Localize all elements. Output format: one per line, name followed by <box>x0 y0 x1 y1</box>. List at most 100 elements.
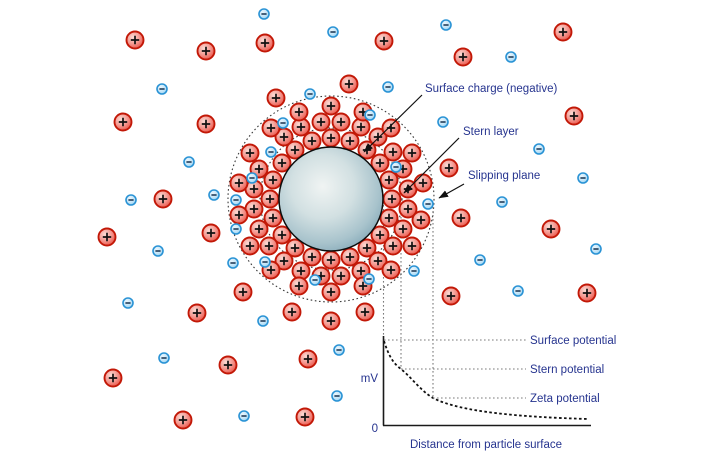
y-axis-label: mV <box>361 373 379 385</box>
positive-ion <box>244 179 264 199</box>
negative-ion <box>265 146 277 158</box>
positive-ion <box>381 260 401 280</box>
positive-ion <box>259 236 279 256</box>
positive-ion <box>541 219 561 239</box>
negative-ion <box>158 352 170 364</box>
zeta-potential-label: Zeta potential <box>530 393 600 405</box>
positive-ion <box>291 261 311 281</box>
positive-ion <box>355 302 375 322</box>
positive-ion <box>274 251 294 271</box>
diffuse-negative-ions <box>122 8 602 422</box>
positive-ion <box>285 140 305 160</box>
positive-ion <box>451 208 471 228</box>
negative-ion <box>238 410 250 422</box>
diffuse-positive-ions <box>97 22 597 430</box>
positive-ion <box>379 208 399 228</box>
positive-ion <box>289 276 309 296</box>
negative-ion <box>440 19 452 31</box>
positive-ion <box>125 30 145 50</box>
negative-ion <box>125 194 137 206</box>
potential-graph: Surface potential Stern potential Zeta p… <box>361 335 617 451</box>
negative-ion <box>512 285 524 297</box>
positive-ion <box>282 302 302 322</box>
positive-ion <box>263 170 283 190</box>
positive-ion <box>255 33 275 53</box>
positive-ion <box>103 368 123 388</box>
negative-ion <box>257 315 269 327</box>
positive-ion <box>439 158 459 178</box>
negative-ion <box>277 117 289 129</box>
slipping-plane-label: Slipping plane <box>468 170 540 182</box>
positive-ion <box>357 238 377 258</box>
positive-ion <box>263 208 283 228</box>
x-axis-label: Distance from particle surface <box>410 439 562 451</box>
negative-ion <box>227 257 239 269</box>
negative-ion <box>183 156 195 168</box>
positive-ion <box>411 210 431 230</box>
negative-ion <box>474 254 486 266</box>
positive-ion <box>321 96 341 116</box>
negative-ion <box>230 223 242 235</box>
positive-ion <box>187 303 207 323</box>
negative-ion <box>246 172 258 184</box>
negative-ion <box>331 390 343 402</box>
vertical-guides <box>382 203 434 398</box>
stern-layer-circle <box>259 127 403 271</box>
positive-ion <box>368 127 388 147</box>
positive-ion <box>311 112 331 132</box>
negative-ion <box>390 161 402 173</box>
callouts: Surface charge (negative) Stern layer Sl… <box>363 83 557 199</box>
slipping-plane-circle <box>227 95 435 303</box>
positive-ion <box>233 282 253 302</box>
positive-ion <box>321 250 341 270</box>
negative-ion <box>437 116 449 128</box>
origin-label: 0 <box>372 423 378 435</box>
positive-ion <box>113 112 133 132</box>
slipping-plane-arrow <box>438 183 465 199</box>
particle <box>278 146 384 252</box>
positive-ion <box>351 117 371 137</box>
positive-ion <box>240 236 260 256</box>
positive-ion <box>379 170 399 190</box>
positive-ion <box>402 143 422 163</box>
positive-ion <box>201 223 221 243</box>
positive-ion <box>302 247 322 267</box>
positive-ion <box>398 199 418 219</box>
positive-ion <box>260 189 280 209</box>
positive-ion <box>381 118 401 138</box>
negative-ion <box>152 245 164 257</box>
negative-ion <box>590 243 602 255</box>
positive-ion <box>413 173 433 193</box>
positive-ion <box>295 407 315 427</box>
positive-ion <box>402 236 422 256</box>
positive-ion <box>340 131 360 151</box>
negative-ion <box>208 189 220 201</box>
stern-layer-arrow <box>403 137 460 194</box>
positive-ion <box>266 88 286 108</box>
negative-ion <box>363 273 375 285</box>
negative-ion <box>422 198 434 210</box>
potential-curve <box>383 340 589 420</box>
positive-ion <box>383 236 403 256</box>
negative-ion <box>577 172 589 184</box>
positive-ion <box>272 225 292 245</box>
positive-ion <box>393 219 413 239</box>
positive-ion <box>321 311 341 331</box>
negative-ion <box>364 109 376 121</box>
surface-charge-arrow <box>363 94 423 153</box>
negative-ion <box>505 51 517 63</box>
negative-ion <box>327 26 339 38</box>
positive-ion <box>196 114 216 134</box>
positive-ion <box>285 238 305 258</box>
positive-ion <box>331 266 351 286</box>
positive-ion <box>370 225 390 245</box>
surface-potential-label: Surface potential <box>530 335 616 347</box>
positive-ion <box>196 41 216 61</box>
negative-ion <box>496 196 508 208</box>
negative-ion <box>533 143 545 155</box>
surface-charge-label: Surface charge (negative) <box>425 83 557 95</box>
stern-layer-label: Stern layer <box>463 126 519 138</box>
positive-ion <box>298 349 318 369</box>
positive-ion <box>97 227 117 247</box>
